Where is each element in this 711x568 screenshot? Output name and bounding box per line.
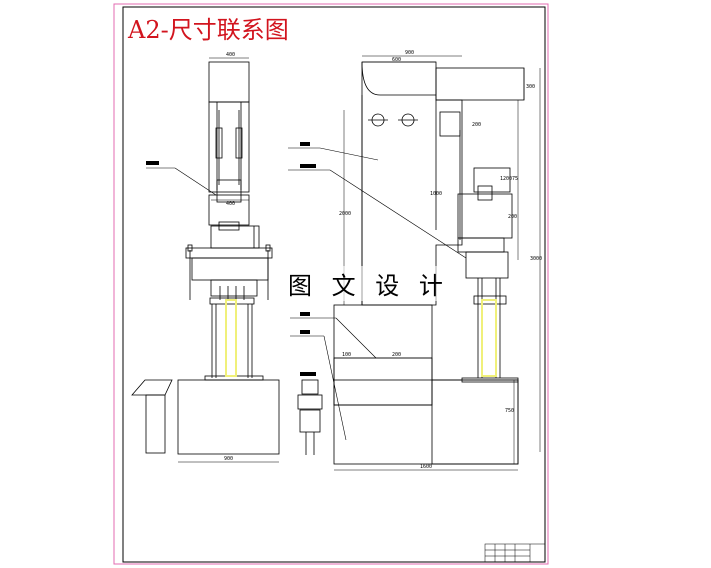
dim-front-top-width: 400 <box>226 52 235 58</box>
dim-side-top-width: 900 <box>405 50 414 56</box>
dim-side-base-width: 1600 <box>420 464 432 470</box>
middle-label-box <box>300 372 316 376</box>
title-block <box>484 543 546 563</box>
dim-side-motor-c: 200 <box>508 214 517 220</box>
dim-side-base-height: 750 <box>505 408 514 414</box>
dim-side-mid-vertical: 2000 <box>339 211 351 217</box>
dim-side-upper-width: 600 <box>392 57 401 63</box>
side-leaders <box>288 147 467 441</box>
front-label-box <box>146 161 159 165</box>
outer-frame <box>113 3 549 565</box>
sheet-title: A2-尺寸联系图 <box>128 16 289 44</box>
inner-border <box>122 6 546 563</box>
dim-side-motor-b: 75 <box>512 176 518 182</box>
dim-side-lower-left: 100 <box>342 352 351 358</box>
front-leaders <box>146 167 217 196</box>
dim-side-motor-a: 200 <box>472 122 481 128</box>
middle-assembly <box>297 379 323 455</box>
front-view <box>131 61 280 455</box>
watermark-text: 图 文 设 计 <box>288 266 449 301</box>
front-highlight-column <box>225 299 237 377</box>
side-label-box-1 <box>300 142 310 146</box>
dim-front-mid-width: 400 <box>226 201 235 207</box>
dim-side-total-height: 3000 <box>530 256 542 262</box>
front-dims <box>178 57 279 463</box>
side-label-box-2 <box>300 164 316 168</box>
side-label-box-3 <box>300 312 310 316</box>
dim-side-lower-mid: 200 <box>392 352 401 358</box>
dim-side-right-top: 300 <box>526 84 535 90</box>
side-highlight-column <box>481 299 497 377</box>
side-label-box-4 <box>300 330 310 334</box>
dim-side-column: 1000 <box>430 191 442 197</box>
dim-side-height-right: 1200 <box>500 176 512 182</box>
side-view <box>333 61 525 465</box>
dim-front-base-width: 900 <box>224 456 233 462</box>
